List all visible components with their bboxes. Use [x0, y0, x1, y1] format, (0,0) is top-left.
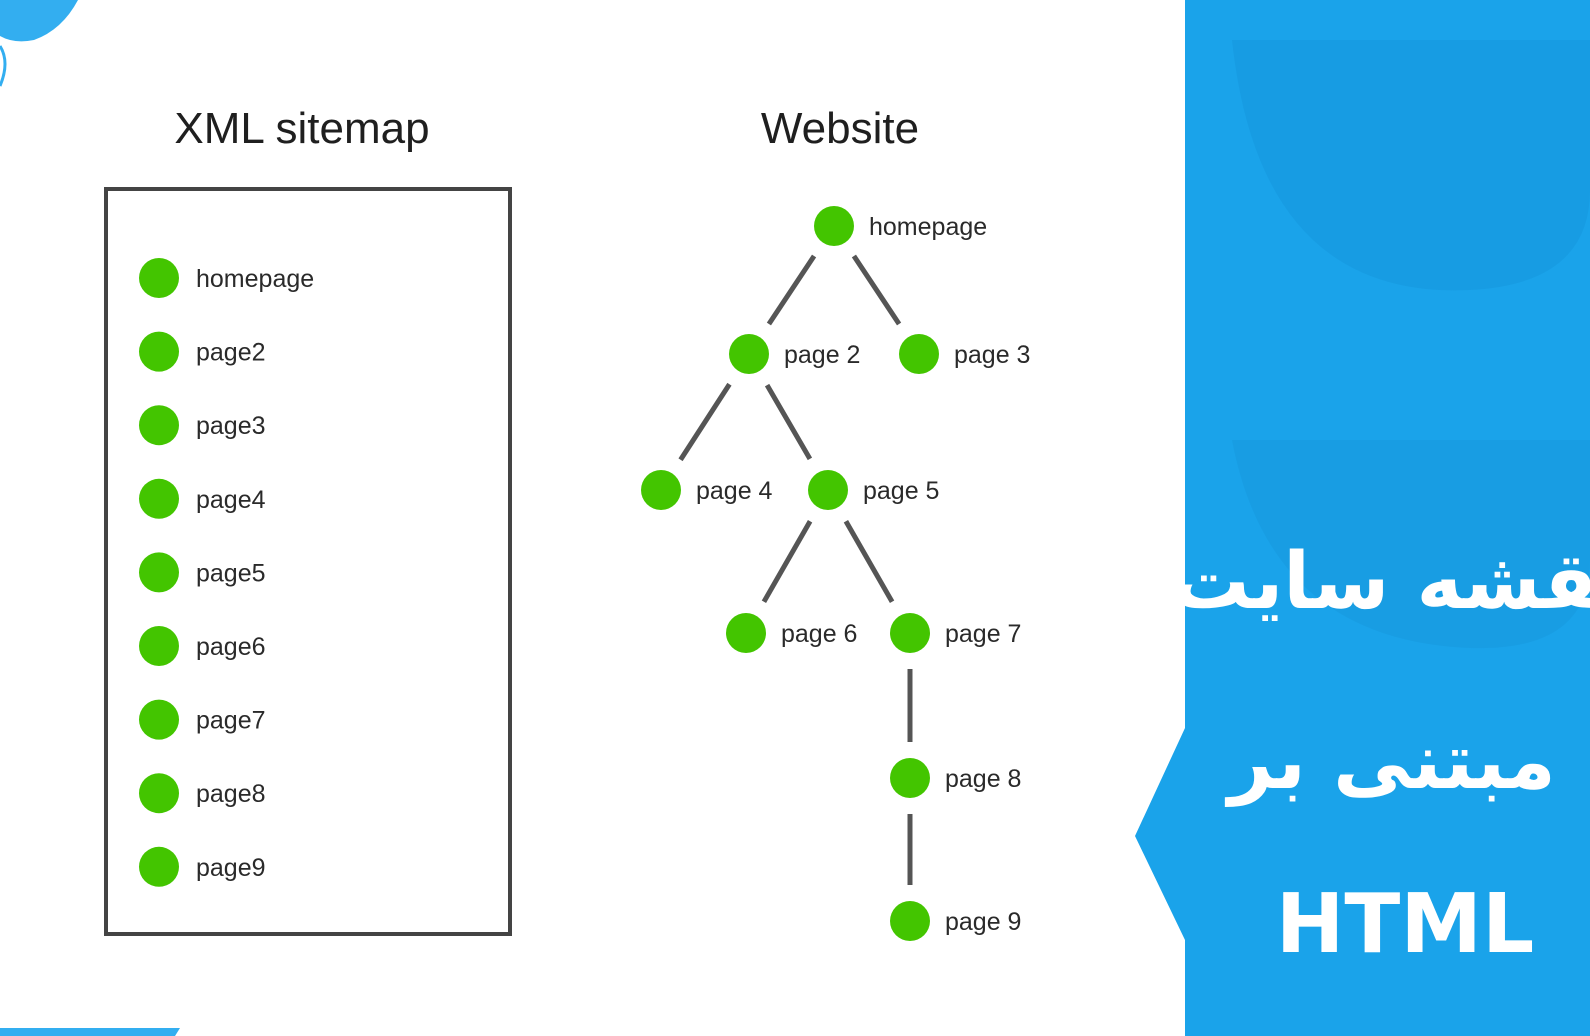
banner-title-line-3: HTML	[1276, 877, 1534, 972]
website-tree-connectors	[678, 254, 913, 885]
xml-list-label-4: page4	[196, 486, 266, 514]
tree-node-page-6	[726, 613, 766, 653]
xml-sitemap-title: XML sitemap	[174, 104, 429, 153]
tree-node-page-7	[890, 613, 930, 653]
tree-label-page-3: page 3	[954, 341, 1030, 369]
xml-list-node-2	[139, 331, 179, 372]
banner-shade-arc-lower	[1232, 440, 1590, 649]
tree-node-page-3	[899, 334, 939, 374]
corner-decoration	[0, 0, 78, 42]
xml-list-node-6	[139, 626, 179, 666]
bottom-accent	[0, 1028, 180, 1036]
tree-connector-homepage-to-page-3	[851, 254, 902, 326]
tree-node-page-9	[890, 901, 930, 941]
tree-label-page-8: page 8	[945, 765, 1021, 793]
xml-list-label-1: homepage	[196, 265, 314, 293]
xml-list-label-3: page3	[196, 412, 266, 440]
tree-connector-page-5-to-page-6	[761, 519, 813, 604]
xml-sitemap-list: homepage page2 page3 page4 page5 page6 page7 pa…	[139, 258, 314, 887]
xml-list-label-8: page8	[196, 780, 266, 808]
xml-list-node-9	[139, 846, 179, 887]
website-title: Website	[761, 104, 919, 153]
xml-list-label-7: page7	[196, 707, 266, 735]
tree-connector-homepage-to-page-2	[766, 254, 817, 326]
tree-label-homepage: homepage	[869, 213, 987, 241]
xml-list-node-7	[139, 699, 179, 740]
corner-decoration-arc	[0, 45, 7, 87]
banner-shade-arc	[1232, 40, 1590, 291]
tree-label-page-5: page 5	[863, 477, 939, 505]
banner-title-line-2: مبتنی بر	[1224, 717, 1556, 807]
tree-node-page-2	[729, 334, 769, 374]
xml-list-node-8	[139, 773, 179, 814]
website-tree-nodes: homepage page 2 page 3 page 4 page 5 page 6 pa…	[641, 206, 1030, 941]
tree-label-page-6: page 6	[781, 620, 857, 648]
tree-label-page-7: page 7	[945, 620, 1021, 648]
tree-node-homepage	[814, 206, 854, 246]
xml-list-node-4	[139, 478, 179, 519]
banner-panel: نقشه سایت مبتنی بر HTML	[1135, 0, 1590, 1036]
xml-list-node-1	[139, 258, 179, 298]
tree-connector-page-2-to-page-4	[678, 382, 732, 462]
tree-node-page-4	[641, 470, 681, 510]
xml-list-node-3	[139, 405, 179, 446]
tree-label-page-2: page 2	[784, 341, 860, 369]
tree-connector-page-2-to-page-5	[764, 383, 813, 461]
banner-title-line-1: نقشه سایت	[1171, 537, 1590, 627]
tree-connector-page-5-to-page-7	[843, 519, 895, 604]
xml-list-label-9: page9	[196, 854, 266, 882]
xml-list-node-5	[139, 552, 179, 593]
xml-sitemap-frame	[104, 187, 512, 936]
tree-node-page-5	[808, 470, 848, 510]
tree-label-page-9: page 9	[945, 908, 1021, 936]
xml-list-label-5: page5	[196, 559, 266, 587]
tree-node-page-8	[890, 758, 930, 798]
xml-list-label-2: page2	[196, 339, 266, 367]
xml-list-label-6: page6	[196, 633, 266, 661]
tree-label-page-4: page 4	[696, 477, 773, 505]
